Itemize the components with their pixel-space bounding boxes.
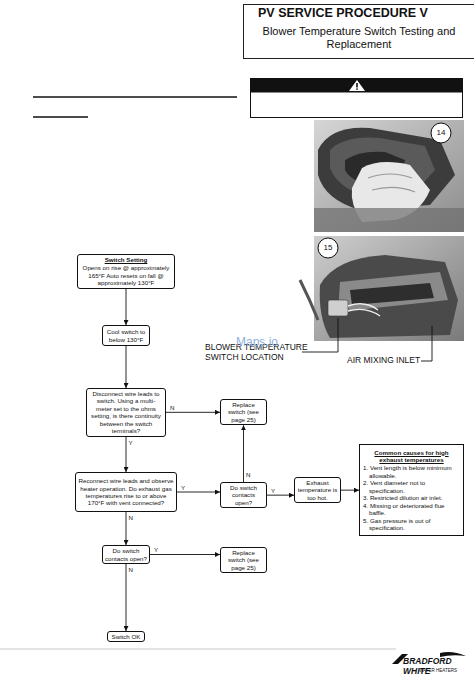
list-item: 5. Gas pressure is out of specification. — [362, 517, 461, 532]
header-frame — [244, 5, 474, 59]
flow-arrow — [126, 437, 127, 472]
leader-line — [421, 326, 432, 361]
callout-number: 15 — [318, 243, 338, 252]
box-text: Exhaust temperature is too hot. — [297, 479, 338, 501]
result-box: Exhaust temperature is too hot. — [294, 477, 341, 503]
flow-arrow — [341, 490, 359, 491]
flow-arrow — [126, 346, 127, 388]
footer-rule — [0, 649, 396, 650]
heading-rule — [33, 116, 88, 118]
list-item: 2. Vent diameter not to specification. — [362, 479, 461, 494]
flow-arrow — [166, 412, 220, 413]
brand-logo: BRADFORD WHITE — [403, 657, 473, 677]
flow-arrow — [243, 425, 244, 482]
flow-arrow — [126, 564, 127, 631]
box-heading: Common causes for high exhaust temperatu… — [362, 449, 461, 464]
branch-label: Y — [181, 485, 185, 491]
box-text: Switch OK — [110, 633, 142, 640]
note-box: Common causes for high exhaust temperatu… — [359, 444, 464, 536]
box-text: Cool switch to below 130°F — [105, 328, 147, 343]
box-text: Do switch contacts open? — [223, 484, 264, 506]
brand-tagline: WATER HEATERS — [419, 668, 469, 673]
box-text: Reconnect wire leads and observe heater … — [78, 477, 174, 507]
photo-blower — [314, 120, 464, 232]
subtitle: Blower Temperature Switch Testing and Re… — [248, 25, 470, 50]
branch-label: N — [246, 472, 250, 478]
process-box: Cool switch to below 130°F — [102, 325, 150, 346]
branch-label: Y — [271, 488, 275, 494]
branch-label: N — [129, 567, 133, 573]
list-item: 1. Vent length is below minimum allowabl… — [362, 464, 461, 479]
box-text: Opens on rise @ approximately 165°F Auto… — [80, 264, 172, 286]
decision-box: Reconnect wire leads and observe heater … — [75, 472, 177, 512]
branch-label: Y — [129, 440, 133, 446]
callout-number: 14 — [431, 128, 451, 137]
flow-arrow — [126, 289, 127, 325]
part-label: AIR MIXING INLET — [347, 356, 427, 366]
decision-box: Do switch contacts open? — [102, 545, 150, 564]
list-item: 4. Missing or deteriorated flue baffle. — [362, 502, 461, 517]
page-title: PV SERVICE PROCEDURE V — [258, 6, 472, 20]
photo-switch-location — [300, 236, 464, 341]
branch-label: N — [170, 405, 174, 411]
decision-box: Do switch contacts open? — [220, 482, 267, 508]
decision-box: Disconnect wire leads to switch. Using a… — [86, 388, 166, 437]
action-box: Replace switch (see page 25) — [220, 399, 267, 425]
flow-arrow — [150, 554, 220, 555]
watermark: Maps.io — [236, 336, 296, 350]
flow-arrow — [267, 495, 294, 496]
branch-label: N — [129, 515, 133, 521]
box-text: Do switch contacts open? — [105, 547, 147, 562]
setting-box: Switch SettingOpens on rise @ approximat… — [77, 254, 175, 289]
box-heading: Switch Setting — [80, 256, 172, 263]
box-text: Disconnect wire leads to switch. Using a… — [89, 390, 163, 435]
box-text: Replace switch (see page 25) — [223, 401, 264, 423]
flow-arrow — [126, 512, 127, 545]
end-box: Switch OK — [107, 631, 145, 642]
warning-box — [251, 79, 463, 118]
list-item: 3. Restricted dilution air inlet. — [362, 494, 461, 501]
branch-label: Y — [154, 547, 158, 553]
action-box: Replace switch (see page 25) — [220, 547, 267, 573]
heading-rule — [33, 96, 237, 98]
box-text: Replace switch (see page 25) — [223, 549, 264, 571]
flow-arrow — [177, 492, 220, 493]
